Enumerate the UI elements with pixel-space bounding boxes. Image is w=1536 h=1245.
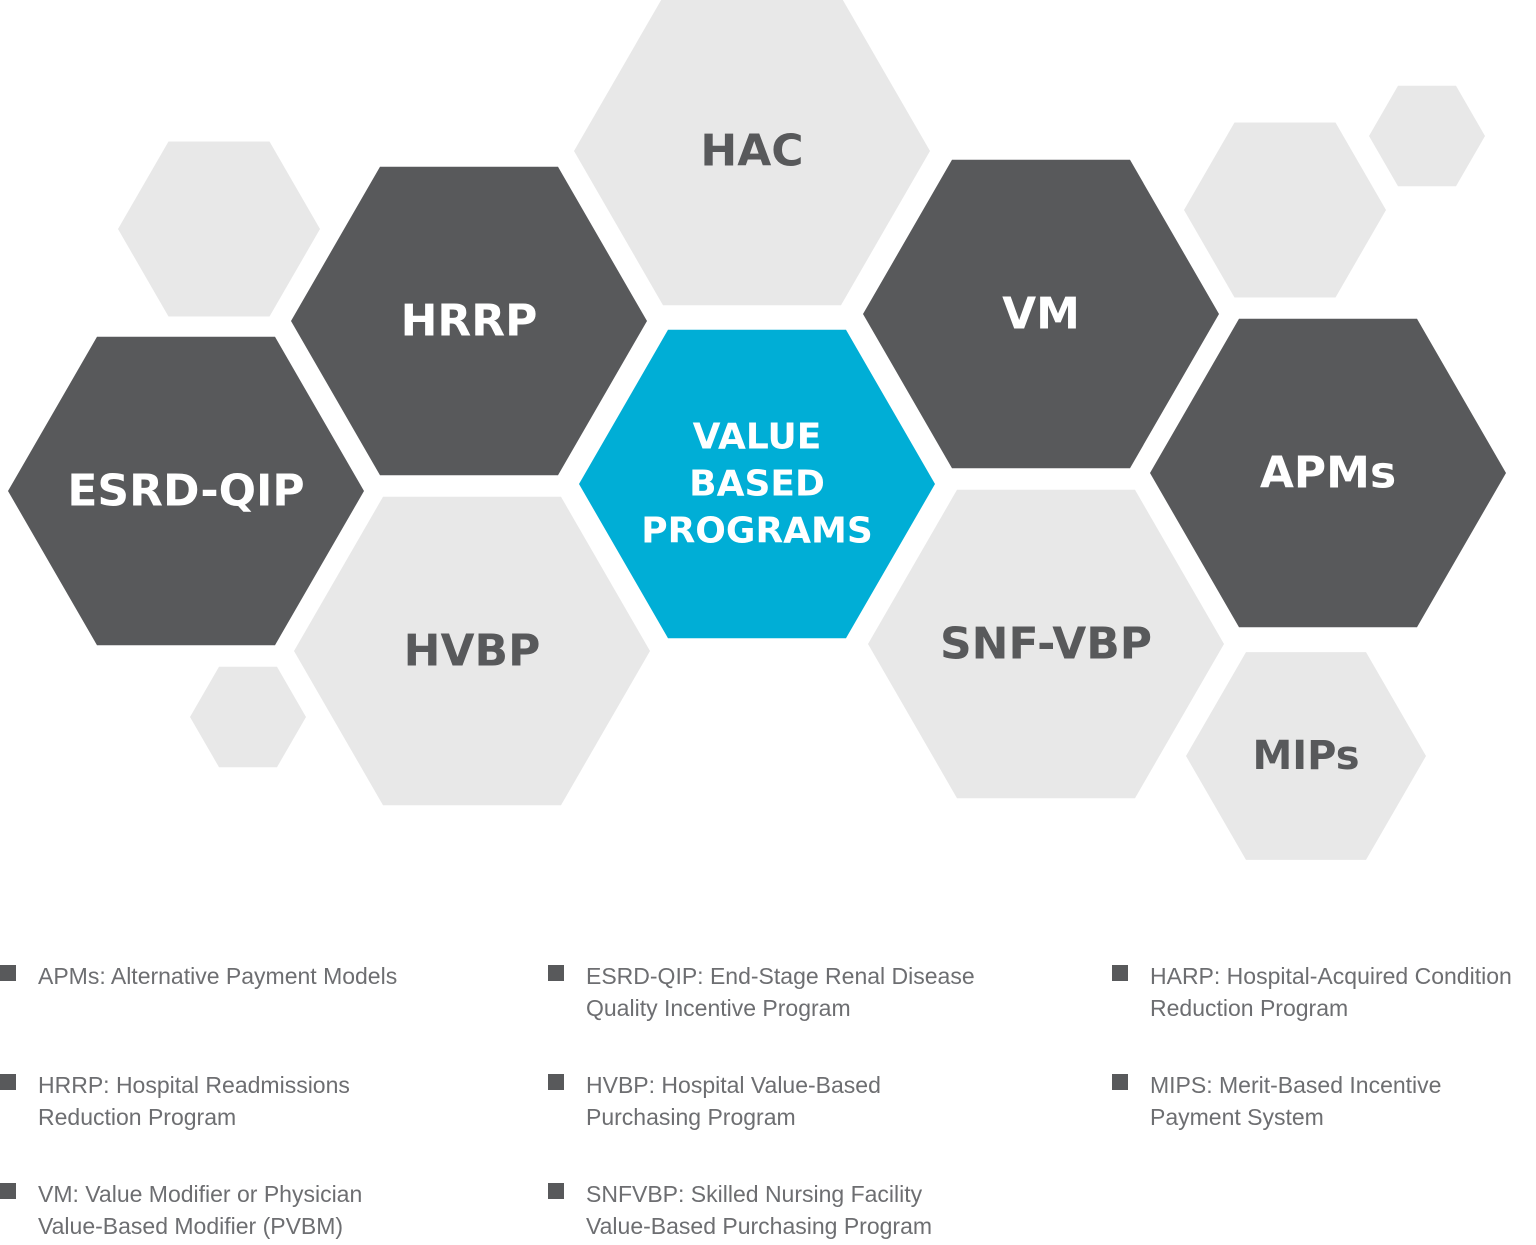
legend-line: Reduction Program	[38, 1104, 237, 1130]
square-bullet-icon	[548, 1183, 564, 1199]
hexagon-shape	[1369, 85, 1485, 187]
legend-item-apms: APMs: Alternative Payment Models	[0, 960, 397, 992]
hexagon-hrrp: HRRP	[291, 166, 647, 476]
legend-line: VM: Value Modifier or Physician	[38, 1181, 363, 1207]
hexagon-label: MIPs	[1252, 733, 1359, 779]
legend-line: MIPS: Merit-Based Incentive	[1150, 1072, 1442, 1098]
square-bullet-icon	[1112, 965, 1128, 981]
hexagon-shape	[868, 489, 1224, 799]
hexagon-label: VM	[1002, 289, 1080, 340]
hexagon-shape	[574, 0, 930, 306]
hexagon-shape	[1184, 122, 1386, 298]
hexagon-deco-left	[118, 141, 320, 317]
square-bullet-icon	[0, 965, 16, 981]
hexagon-label: BASED	[689, 464, 825, 505]
hexagon-label: VALUE	[693, 417, 822, 458]
hexagon-shape	[118, 141, 320, 317]
hexagon-shape	[1150, 318, 1506, 628]
legend-text: VM: Value Modifier or Physician Value-Ba…	[38, 1178, 362, 1242]
legend-item-vm: VM: Value Modifier or Physician Value-Ba…	[0, 1178, 362, 1242]
hexagon-diagram: HAC HRRP ESRD-QIP HVBP VALUE BASED PROGRAMS VM S…	[8, 0, 1506, 860]
hexagon-shape	[579, 329, 935, 639]
hexagon-shape	[294, 496, 650, 806]
hexagon-shape	[190, 666, 306, 768]
legend-line: Value-Based Purchasing Program	[586, 1213, 933, 1239]
square-bullet-icon	[1112, 1074, 1128, 1090]
hexagon-label: HAC	[700, 126, 803, 177]
square-bullet-icon	[548, 1074, 564, 1090]
square-bullet-icon	[548, 965, 564, 981]
hexagon-label: SNF-VBP	[940, 619, 1152, 670]
hexagon-apms: APMs	[1150, 318, 1506, 628]
hexagon-snf-vbp: SNF-VBP	[868, 489, 1224, 799]
legend-line: HVBP: Hospital Value-Based	[586, 1072, 881, 1098]
hexagon-vm: VM	[863, 159, 1219, 469]
legend-line: Payment System	[1150, 1104, 1324, 1130]
legend-text: APMs: Alternative Payment Models	[38, 960, 397, 992]
hexagon-label: ESRD-QIP	[67, 466, 304, 517]
hexagon-deco-right	[1184, 122, 1386, 298]
hexagon-label: APMs	[1260, 448, 1396, 499]
square-bullet-icon	[0, 1183, 16, 1199]
hexagon-shape	[1186, 652, 1426, 860]
hexagon-label: PROGRAMS	[641, 511, 873, 552]
legend-line: HARP: Hospital-Acquired Condition	[1150, 963, 1512, 989]
hexagon-label: HVBP	[404, 626, 541, 677]
hexagon-deco-top-right-small	[1369, 85, 1485, 187]
legend-line: SNFVBP: Skilled Nursing Facility	[586, 1181, 923, 1207]
legend-line: Value-Based Modifier (PVBM)	[38, 1213, 344, 1239]
hexagon-label: HRRP	[401, 296, 538, 347]
legend-line: HRRP: Hospital Readmissions	[38, 1072, 350, 1098]
legend-line: Purchasing Program	[586, 1104, 796, 1130]
hexagon-hac: HAC	[574, 0, 930, 306]
hexagon-shape	[863, 159, 1219, 469]
hexagon-shape	[291, 166, 647, 476]
legend-line: Reduction Program	[1150, 995, 1349, 1021]
legend-line: APMs: Alternative Payment Models	[38, 963, 398, 989]
hexagon-hvbp: HVBP	[294, 496, 650, 806]
legend-line: ESRD-QIP: End-Stage Renal Disease	[586, 963, 975, 989]
hexagon-esrd-qip: ESRD-QIP	[8, 336, 364, 646]
square-bullet-icon	[0, 1074, 16, 1090]
hexagon-shape	[8, 336, 364, 646]
hexagon-deco-bottom-left-small	[190, 666, 306, 768]
hexagon-value-based-programs: VALUE BASED PROGRAMS	[579, 329, 935, 639]
hexagon-mips: MIPs	[1186, 652, 1426, 860]
legend-line: Quality Incentive Program	[586, 995, 851, 1021]
